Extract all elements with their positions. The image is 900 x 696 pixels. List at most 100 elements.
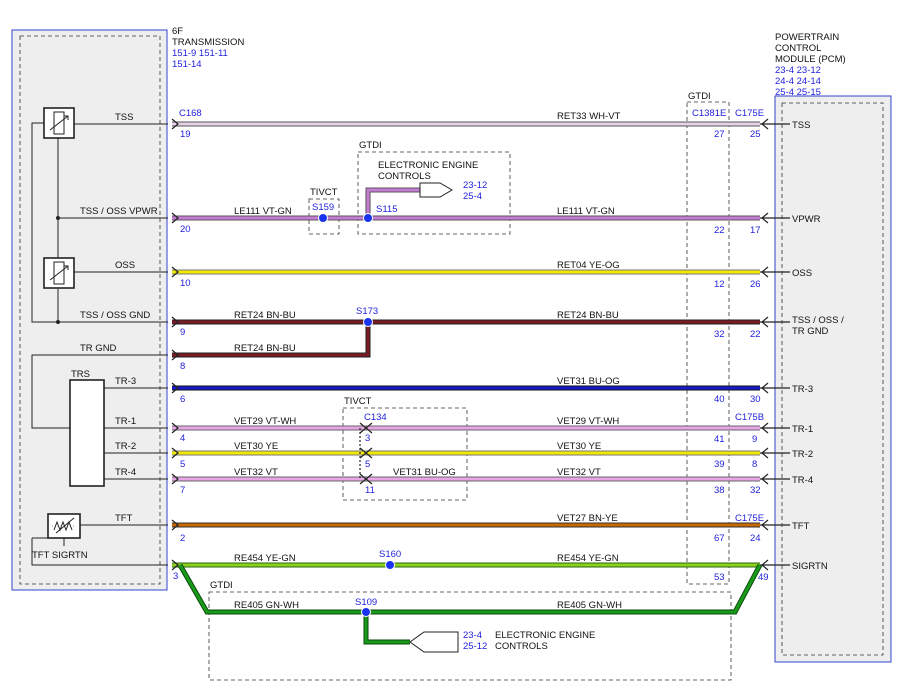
pin-mid-oss: 12 [714,279,725,290]
right-label-oss: OSS [792,268,812,279]
pin-left-gnd: 9 [180,327,185,338]
pin-left-trgnd: 8 [180,361,185,372]
pin-left-tss: 19 [180,129,191,140]
tivct-s159-zone-label: TIVCT [310,187,338,198]
splice-s115 [363,213,373,223]
pin-left-sigrtn: 3 [173,571,178,582]
wire-label-tr4-left: VET32 VT [234,467,278,478]
splice-s160 [385,560,395,570]
left-label-tft-sigrtn: TFT SIGRTN [32,550,88,561]
right-label-vpwr: VPWR [792,214,821,225]
splice-s173-label: S173 [356,306,378,317]
pin-left-oss: 10 [180,278,191,289]
transmission-title-1: 6F [172,26,183,37]
wire-label-tss: RET33 WH-VT [557,111,621,122]
wire-label-tr1-left: VET29 VT-WH [234,416,296,427]
pcm-module-inner [781,102,884,656]
connector-c168: C168 [179,108,202,119]
right-label-gnd-2: TR GND [792,326,829,337]
gtdi-bottom-zone [208,591,732,681]
pcm-connector-arrows [760,118,790,571]
pin-right-vpwr: 17 [750,225,761,236]
vpwr-junction-dot [56,216,60,220]
pin-mid-sigrtn: 53 [714,572,725,583]
connector-c175e-top: C175E [735,108,764,119]
pcm-refs-3: 25-4 25-15 [775,87,821,98]
eec-bottom-title-2: CONTROLS [495,641,548,652]
eec-top-ref-2: 25-4 [463,191,482,202]
pin-c134-tr4: 11 [365,485,375,496]
transmission-title-2: TRANSMISSION [172,37,244,48]
eec-top-title-2: CONTROLS [378,171,431,182]
splice-s159-label: S159 [312,202,334,213]
wire-label-vpwr-left: LE111 VT-GN [234,206,292,217]
internal-circuitry [31,122,168,566]
pin-right-tr2: 8 [752,459,757,470]
wire-label-tr2-right: VET30 YE [557,441,601,452]
pcm-title-2: CONTROL [775,43,821,54]
pin-left-tr3: 6 [180,394,185,405]
gtdi-eec-zone-label: GTDI [359,140,382,151]
left-label-tft: TFT [115,513,133,524]
splice-s115-label: S115 [376,204,397,215]
splices [318,213,395,617]
splice-s160-label: S160 [379,549,401,560]
splice-s109-label: S109 [355,597,377,608]
wires [172,121,763,645]
right-label-sigrtn: SIGRTN [792,561,828,572]
left-label-oss: OSS [115,260,135,271]
wire-s109-branch-outline [363,612,410,645]
transmission-module-inner [19,35,161,585]
wire-label-tr2-left: VET30 YE [234,441,278,452]
eec-bottom-arrow [409,631,459,653]
wire-label-bottom-left: RE405 GN-WH [234,600,299,611]
transmission-connector-arrows [171,118,179,571]
wire-s115-branch [366,188,420,218]
connector-c175e-bottom: C175E [735,513,764,524]
wire-label-tft: VET27 BN-YE [557,513,618,524]
right-label-tr2: TR-2 [792,449,813,460]
tr-gnd-internal [31,354,168,429]
pin-mid-tft: 67 [714,533,725,544]
wire-label-tr4-right: VET32 VT [557,467,601,478]
gtdi-pcm-zone [686,101,730,585]
gtdi-bottom-zone-label: GTDI [210,580,233,591]
tft-sigrtn-internal [31,538,168,566]
pin-c134-tr1: 3 [365,433,370,444]
pin-mid-tss: 27 [714,129,725,140]
pin-left-tft: 2 [180,533,185,544]
gnd-junction-dot [56,320,60,324]
pin-mid-tr4: 38 [714,485,725,496]
pin-right-tft: 24 [750,533,761,544]
pin-right-tss: 25 [750,129,761,140]
pcm-refs-2: 24-4 24-14 [775,76,821,87]
pin-mid-tr3: 40 [714,394,725,405]
right-label-tss: TSS [792,120,810,131]
pin-right-sigrtn: 49 [758,572,769,583]
left-label-tr-gnd: TR GND [80,343,117,354]
wire-bottom-loop [178,564,762,614]
pin-right-tr4: 32 [750,485,761,496]
eec-bottom-ref-1: 23-4 [463,630,482,641]
left-label-tr4: TR-4 [115,467,136,478]
right-label-gnd-1: TSS / OSS / [792,315,844,326]
wire-label-tr1-right: VET29 VT-WH [557,416,619,427]
eec-bottom-title-1: ELECTRONIC ENGINE [495,630,595,641]
eec-top-ref-1: 23-12 [463,180,487,191]
pcm-module-frame [774,95,892,663]
left-label-tss: TSS [115,112,133,123]
connector-c1381e: C1381E [692,108,726,119]
left-label-tr3: TR-3 [115,376,136,387]
eec-top-title-1: ELECTRONIC ENGINE [378,160,478,171]
left-label-tr2: TR-2 [115,441,136,452]
connector-c134: C134 [364,412,387,423]
wire-label-sigrtn-right: RE454 YE-GN [557,553,619,564]
transmission-refs-1: 151-9 151-11 [172,48,228,59]
pin-mid-vpwr: 22 [714,225,725,236]
pin-left-tr4: 7 [180,485,185,496]
trs-switch [69,379,105,487]
pin-mid-gnd: 32 [714,329,725,340]
eec-top-arrow [419,182,453,198]
